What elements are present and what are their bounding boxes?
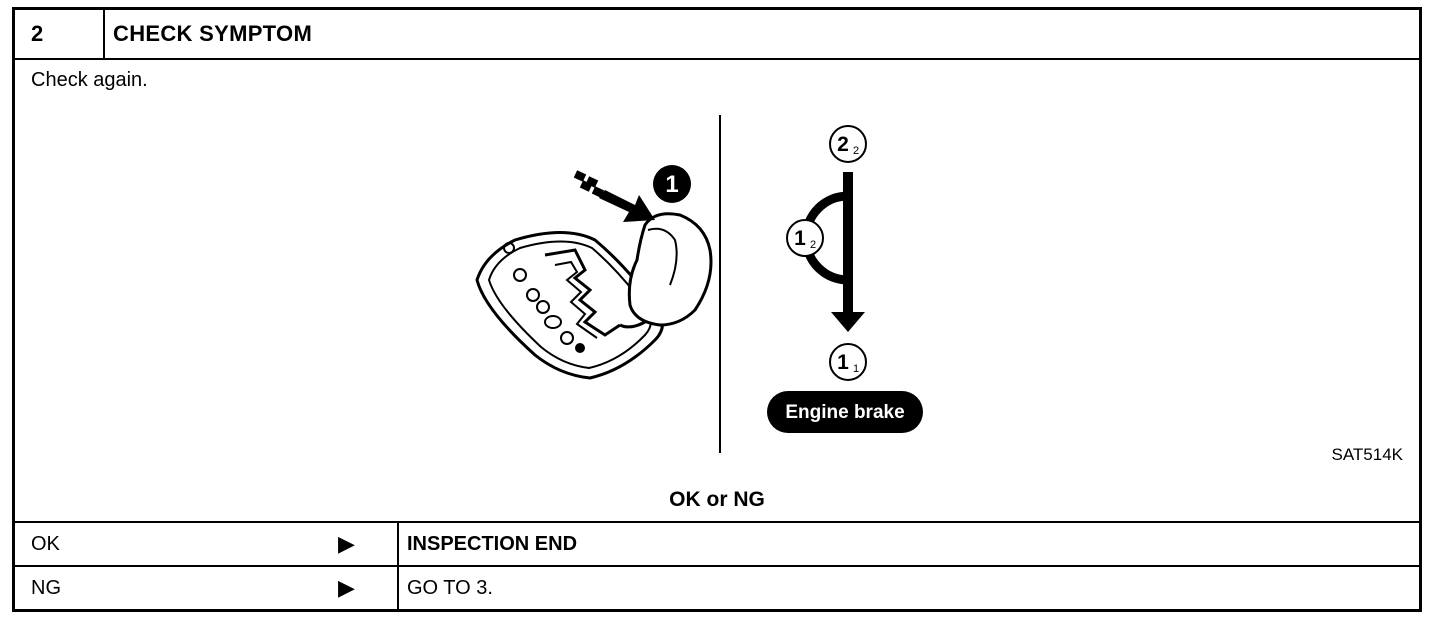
result-action: GO TO 3.: [407, 577, 493, 599]
marker-1-text: 1: [665, 171, 678, 198]
gear-position-1-1: 1 1: [829, 343, 867, 381]
engine-brake-label: Engine brake: [785, 402, 904, 423]
result-label: NG: [31, 577, 61, 599]
row-divider: [397, 567, 399, 609]
step-number: 2: [15, 10, 105, 58]
instruction-text: Check again.: [31, 69, 148, 91]
result-action: INSPECTION END: [407, 533, 578, 555]
result-label: OK: [31, 533, 60, 555]
result-row-ng: NG ▶ GO TO 3.: [15, 565, 1419, 609]
shift-gate-illustration: [475, 170, 713, 380]
gear-1-2-main: 1: [794, 227, 806, 250]
step-title: CHECK SYMPTOM: [113, 21, 313, 46]
gear-1-1-sub: 1: [853, 363, 859, 375]
downshift-arrow-head: [831, 312, 865, 332]
inspection-step-table: 2 CHECK SYMPTOM Check again.: [12, 7, 1422, 612]
engine-brake-badge: Engine brake: [767, 391, 923, 433]
figure-code: SAT514K: [1331, 445, 1403, 464]
gear-2-2-main: 2: [837, 133, 849, 156]
gear-position-1-2: 1 2: [786, 219, 824, 257]
gear-1-1-main: 1: [837, 351, 849, 374]
result-title: OK or NG: [669, 488, 765, 511]
gear-position-2-2: 2 2: [829, 125, 867, 163]
gear-2-2-sub: 2: [853, 145, 859, 157]
gear-1-2-sub: 2: [810, 239, 816, 251]
step-header: 2 CHECK SYMPTOM: [15, 10, 1419, 60]
step-marker-1: 1: [653, 165, 691, 203]
downshift-arrow-shaft: [843, 172, 853, 312]
shift-diagram: 2 2 1 2 1 1 Engine brake: [767, 125, 923, 433]
result-arrow-icon: ▶: [338, 575, 355, 600]
row-divider: [397, 523, 399, 565]
shift-lever-figure: 1 2 2 1 2 1: [475, 115, 923, 453]
result-row-ok: OK ▶ INSPECTION END: [15, 521, 1419, 565]
result-arrow-icon: ▶: [338, 531, 355, 556]
